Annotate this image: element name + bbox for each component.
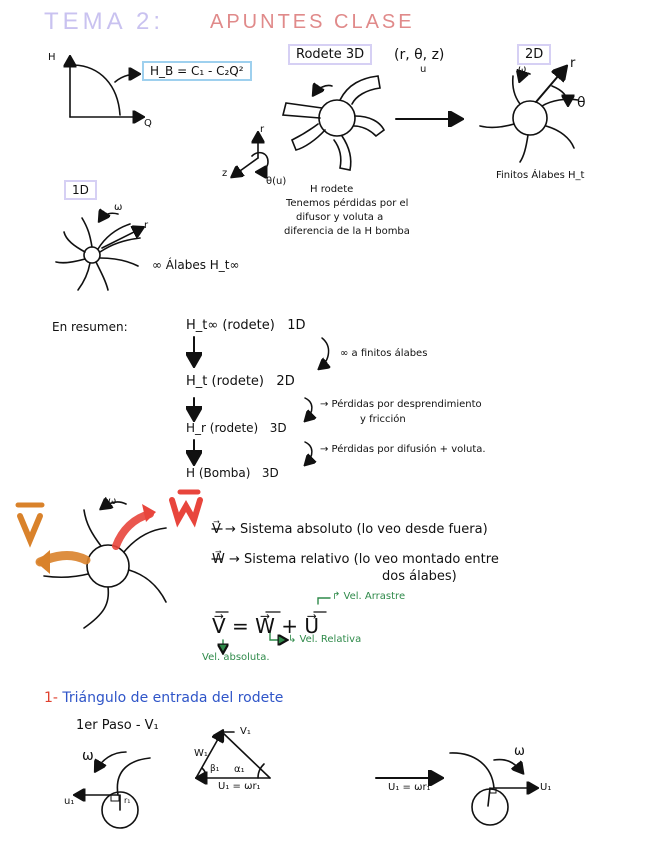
resumen-curves — [305, 337, 329, 464]
velocity-triangle — [196, 732, 271, 778]
axis-theta-label: θ(u) — [266, 176, 287, 187]
omega-velocity: ω — [108, 496, 117, 507]
left-r1: r₁ — [124, 796, 131, 805]
w-definition-2: dos álabes) — [382, 569, 457, 584]
section-number: 1- — [44, 690, 58, 706]
resumen-row-4-dim: 3D — [261, 466, 279, 480]
left-u1: u₁ — [64, 796, 75, 807]
omega-1d: ω — [114, 202, 123, 213]
resumen-row-3-h: H_r (rodete) — [186, 421, 259, 435]
axis-z-label: z — [222, 168, 228, 179]
formula-hb: H_B = C₁ - C₂Q² — [142, 61, 252, 81]
resumen-row-1-h: H_t∞ (rodete) — [186, 318, 275, 333]
impeller-velocity — [43, 502, 167, 629]
title-apuntes: APUNTES CLASE — [210, 11, 415, 33]
impeller-2d — [479, 68, 579, 163]
resumen-note-1: ∞ a finitos álabes — [340, 348, 428, 359]
triangle-alpha1: α₁ — [234, 764, 245, 775]
impeller-3d — [281, 75, 386, 171]
rodete-caption-1: H rodete — [310, 184, 354, 195]
rodete-2d-label: 2D — [517, 44, 552, 65]
rodete-1d-label: 1D — [64, 180, 97, 200]
r-1d: r — [144, 220, 149, 231]
resumen-row-4-h: H (Bomba) — [186, 466, 251, 480]
section-title: Triángulo de entrada del rodete — [62, 690, 284, 706]
resumen-note-3: y fricción — [360, 414, 406, 425]
omega-2d: ω — [518, 64, 527, 75]
resumen-row-3: H_r (rodete) 3D — [186, 421, 287, 435]
note-vel-absoluta: Vel. absoluta. — [202, 652, 270, 663]
impeller-1d — [55, 213, 142, 291]
triangle-v1: V₁ — [240, 726, 251, 737]
rodete-caption-4: diferencia de la H bomba — [284, 226, 410, 237]
resumen-row-3-dim: 3D — [269, 421, 287, 435]
resumen-row-1: H_t∞ (rodete) 1D — [186, 318, 306, 333]
title-tema: TEMA 2: — [44, 8, 165, 35]
resumen-label: En resumen: — [52, 320, 128, 334]
coords-label: (r, θ, z) — [394, 47, 445, 63]
theta-2d: θ — [577, 95, 586, 111]
inlet-right-sketch — [449, 752, 536, 826]
section-1-heading: 1- Triángulo de entrada del rodete — [44, 690, 283, 706]
resumen-row-2-h: H_t (rodete) — [186, 374, 265, 389]
left-omega: ω — [82, 748, 94, 764]
velocity-equation: V⃗ = W⃗ + U⃗ — [212, 614, 320, 638]
hq-graph — [70, 58, 142, 117]
note-vel-arrastre: ↱ Vel. Arrastre — [332, 591, 406, 602]
coords-sub: u — [420, 64, 427, 75]
h-axis-label: H — [48, 52, 56, 63]
triangle-w1: W₁ — [194, 748, 208, 759]
q-axis-label: Q — [144, 118, 152, 129]
axes-3d — [233, 134, 269, 176]
w-definition-1: W⃗ → Sistema relativo (lo veo montado en… — [212, 552, 499, 567]
rodete-3d-label: Rodete 3D — [288, 44, 373, 65]
infinitos-alabes-caption: ∞ Álabes H_t∞ — [152, 258, 240, 272]
resumen-row-1-dim: 1D — [287, 318, 306, 333]
right-u1: U₁ — [540, 782, 552, 793]
resumen-row-2-dim: 2D — [276, 374, 295, 389]
right-omega: ω — [514, 744, 525, 759]
rodete-caption-3: difusor y voluta a — [296, 212, 384, 223]
arrow-u1-label: U₁ = ωr₁ — [388, 782, 431, 793]
resumen-note-4: → Pérdidas por difusión + voluta. — [320, 444, 486, 455]
axis-r-label: r — [260, 124, 265, 135]
v-definition: V⃗ → Sistema absoluto (lo veo desde fuer… — [212, 522, 488, 537]
r-2d: r — [570, 56, 576, 71]
triangle-beta1: β₁ — [210, 764, 220, 774]
resumen-row-2: H_t (rodete) 2D — [186, 374, 295, 389]
inlet-left-sketch — [76, 751, 151, 829]
rodete-caption-2: Tenemos pérdidas por el — [286, 198, 409, 209]
resumen-note-2: → Pérdidas por desprendimiento — [320, 399, 482, 410]
note-vel-relativa: ↳ Vel. Relativa — [288, 634, 362, 645]
resumen-row-4: H (Bomba) 3D — [186, 466, 279, 480]
triangle-base: U₁ = ωr₁ — [218, 781, 261, 792]
step-1-label: 1er Paso - V₁ — [76, 718, 159, 733]
finitos-alabes-caption: Finitos Álabes H_t — [496, 170, 585, 181]
